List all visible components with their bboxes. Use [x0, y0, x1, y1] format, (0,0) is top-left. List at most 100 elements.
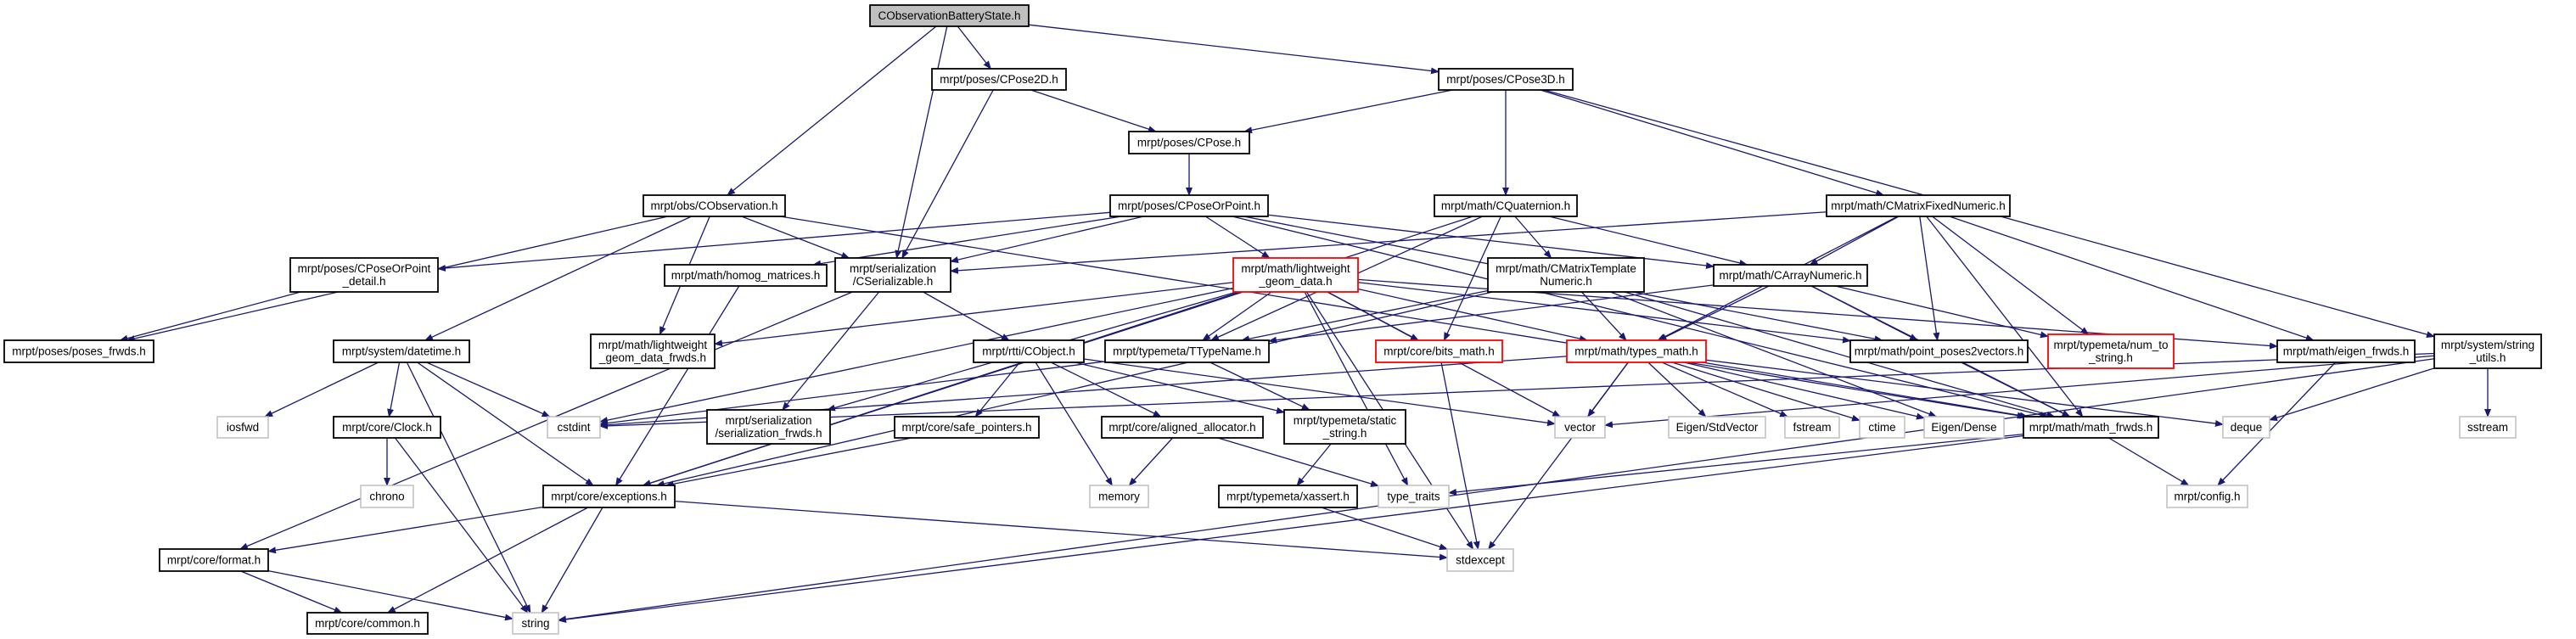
graph-node-math_frwds[interactable]: mrpt/math/math_frwds.h [2023, 416, 2159, 439]
node-label: mrpt/serialization [725, 414, 811, 427]
node-label: deque [2231, 421, 2263, 434]
dependency-edge-exceptions-to-common [386, 507, 589, 614]
graph-node-types_math[interactable]: mrpt/math/types_math.h [1566, 339, 1707, 363]
graph-node-safe_pointers[interactable]: mrpt/core/safe_pointers.h [894, 416, 1040, 439]
dependency-edge-types_math-to-fstream [1661, 362, 1789, 418]
graph-node-xassert[interactable]: mrpt/typemeta/xassert.h [1218, 485, 1358, 508]
dependency-edge-exceptions-to-string [541, 507, 603, 614]
node-box [1375, 339, 1503, 363]
graph-node-lwgeom_frwds[interactable]: mrpt/math/lightweight_geom_data_frwds.h [590, 334, 716, 369]
graph-node-stdexcept: stdexcept [1446, 548, 1514, 572]
dependency-edge-cserializable-to-cobject [923, 291, 1010, 341]
graph-node-carraynumeric[interactable]: mrpt/math/CArrayNumeric.h [1713, 264, 1868, 287]
graph-node-root[interactable]: CObservationBatteryState.h [869, 4, 1030, 27]
dependency-edge-cobject-to-memory [1035, 362, 1113, 486]
node-box [2276, 339, 2416, 363]
dependency-edge-format-to-common [240, 570, 343, 614]
node-label: mrpt/math/lightweight [598, 339, 708, 351]
graph-node-fstream: fstream [1784, 416, 1840, 439]
node-label: _detail.h [341, 275, 385, 288]
dependency-edge-cposeorpoint-to-lwgeom [1204, 216, 1271, 259]
node-label: type_traits [1387, 490, 1440, 503]
dependency-edge-carraynumeric-to-types_math [1658, 285, 1770, 341]
dependency-edge-carraynumeric-to-num_to_string [1835, 285, 2049, 339]
graph-node-ctime: ctime [1859, 416, 1905, 439]
graph-node-cposeorpoint_detail[interactable]: mrpt/poses/CPoseOrPoint_detail.h [289, 257, 439, 293]
node-label: mrpt/config.h [2174, 490, 2240, 503]
node-box [2433, 334, 2542, 369]
graph-node-aligned_allocator[interactable]: mrpt/core/aligned_allocator.h [1101, 416, 1264, 439]
node-label: mrpt/math/eigen_frwds.h [2283, 345, 2410, 358]
node-label: mrpt/math/point_poses2vectors.h [1855, 345, 2024, 358]
graph-node-string_utils[interactable]: mrpt/system/string_utils.h [2433, 334, 2542, 369]
dependency-edge-aligned_allocator-to-memory [1128, 437, 1174, 486]
node-box [1232, 257, 1359, 293]
node-box [1101, 416, 1264, 439]
graph-node-cserializable[interactable]: mrpt/serialization/CSerializable.h [834, 257, 951, 293]
node-box [1128, 131, 1250, 154]
node-box [834, 257, 951, 293]
dependency-edge-cpose2d-to-cpose [1030, 89, 1157, 132]
node-box [1487, 257, 1645, 293]
node-box [1446, 548, 1514, 572]
node-box [664, 264, 828, 287]
graph-node-cposeorpoint[interactable]: mrpt/poses/CPoseOrPoint.h [1109, 194, 1269, 217]
dependency-edge-safe_pointers-to-exceptions [665, 437, 912, 488]
node-box [894, 416, 1040, 439]
graph-node-cobservation[interactable]: mrpt/obs/CObservation.h [643, 194, 786, 217]
graph-node-format[interactable]: mrpt/core/format.h [159, 548, 269, 572]
graph-node-point_poses2vectors[interactable]: mrpt/math/point_poses2vectors.h [1849, 339, 2029, 363]
dependency-edge-lwgeom-to-types_math [1357, 288, 1588, 342]
graph-node-static_string[interactable]: mrpt/typemeta/static_string.h [1283, 409, 1406, 445]
node-box [1859, 416, 1905, 439]
dependency-edge-cmatrixtemplate-to-ttypename [1241, 289, 1489, 343]
node-label: mrpt/system/datetime.h [342, 345, 461, 358]
graph-node-cobject[interactable]: mrpt/rtti/CObject.h [973, 339, 1085, 363]
graph-node-bits_math[interactable]: mrpt/core/bits_math.h [1375, 339, 1503, 363]
dependency-edge-cmatrixtemplate-to-types_math [1580, 291, 1627, 341]
dependency-edge-string_utils-to-deque [2269, 367, 2435, 421]
graph-node-clock[interactable]: mrpt/core/Clock.h [333, 416, 441, 439]
node-box [1109, 194, 1269, 217]
dependency-edge-exceptions-to-format [267, 506, 544, 554]
node-label: mrpt/typemeta/num_to [2053, 339, 2168, 351]
dependency-edge-cmatrixfixed-to-num_to_string [1932, 216, 2090, 335]
node-label: _geom_data_frwds.h [598, 351, 706, 364]
graph-node-datetime[interactable]: mrpt/system/datetime.h [333, 339, 470, 363]
dependency-edge-cmatrixtemplate-to-exceptions [655, 291, 1493, 487]
graph-node-common[interactable]: mrpt/core/common.h [306, 612, 429, 635]
graph-node-exceptions[interactable]: mrpt/core/exceptions.h [542, 485, 676, 508]
node-label: _utils.h [2469, 351, 2506, 364]
node-label: mrpt/math/CMatrixFixedNumeric.h [1831, 199, 2006, 212]
node-box [2459, 416, 2517, 439]
graph-node-num_to_string[interactable]: mrpt/typemeta/num_to_string.h [2047, 334, 2175, 369]
graph-node-eigen_frwds[interactable]: mrpt/math/eigen_frwds.h [2276, 339, 2416, 363]
graph-node-homog[interactable]: mrpt/math/homog_matrices.h [664, 264, 828, 287]
graph-node-cpose3d[interactable]: mrpt/poses/CPose3D.h [1438, 68, 1574, 91]
node-box [3, 339, 154, 363]
dependency-edge-cmatrixfixed-to-math_frwds [1926, 216, 2084, 418]
dependency-edge-homog-to-exceptions [615, 285, 740, 486]
dependency-edge-types_math-to-eigen_dense [1683, 362, 1925, 420]
node-label: mrpt/math/CQuaternion.h [1441, 199, 1570, 212]
node-label: string [521, 617, 549, 630]
dependency-edge-types_math-to-eigen_stdvector [1647, 362, 1707, 418]
dependency-edge-aligned_allocator-to-type_traits [1217, 437, 1379, 487]
node-box [159, 548, 269, 572]
dependency-edge-lwgeom-to-cstdint [599, 287, 1234, 424]
graph-node-cpose2d[interactable]: mrpt/poses/CPose2D.h [931, 68, 1067, 91]
dependency-edge-lwgeom-to-lwgeom_frwds [714, 282, 1234, 347]
graph-node-serialization_frwds[interactable]: mrpt/serialization/serialization_frwds.h [706, 409, 831, 445]
dependency-edge-ttypename-to-cstdint [599, 361, 1106, 427]
node-label: mrpt/poses/CPose.h [1137, 137, 1241, 149]
graph-node-poses_frwds[interactable]: mrpt/poses/poses_frwds.h [3, 339, 154, 363]
node-box [1566, 339, 1707, 363]
graph-node-cmatrixfixed[interactable]: mrpt/math/CMatrixFixedNumeric.h [1826, 194, 2011, 217]
graph-node-lwgeom[interactable]: mrpt/math/lightweight_geom_data.h [1232, 257, 1359, 293]
dependency-edge-cquaternion-to-bits_math [1443, 216, 1501, 341]
graph-node-cpose[interactable]: mrpt/poses/CPose.h [1128, 131, 1250, 154]
node-box [1218, 485, 1358, 508]
graph-node-cquaternion[interactable]: mrpt/math/CQuaternion.h [1434, 194, 1578, 217]
graph-node-ttypename[interactable]: mrpt/typemeta/TTypeName.h [1104, 339, 1270, 363]
